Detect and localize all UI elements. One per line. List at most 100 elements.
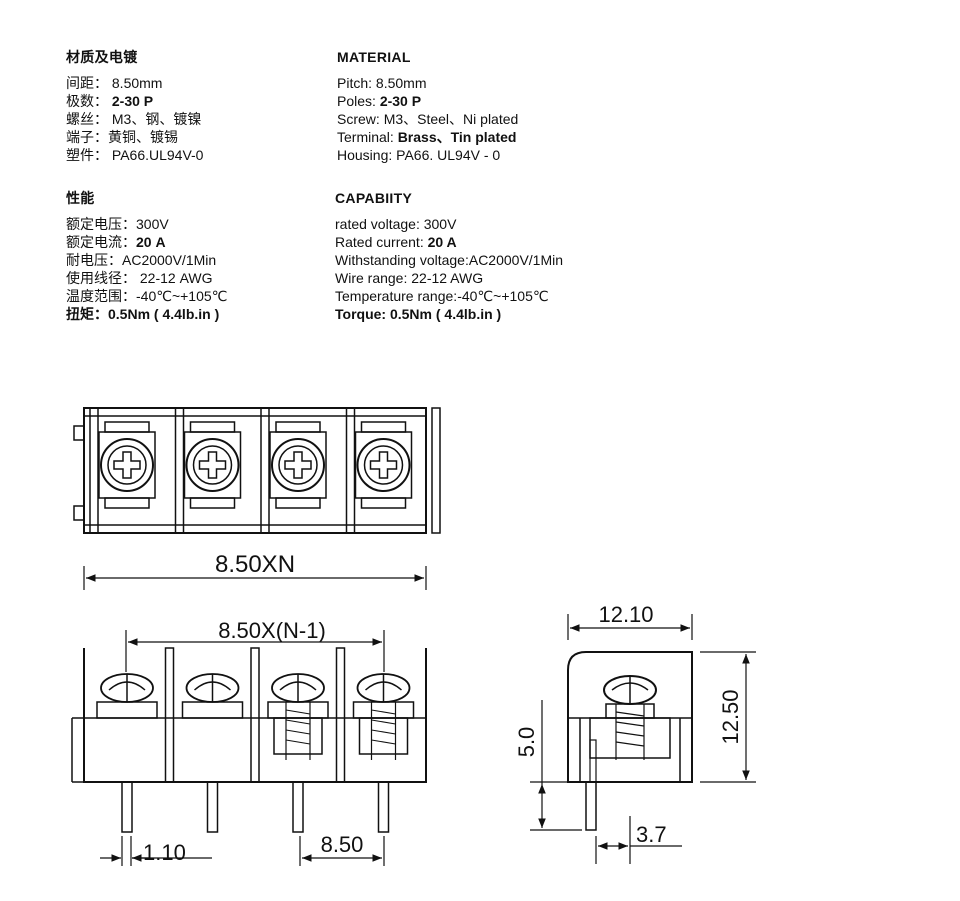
material-en-heading: MATERIAL	[337, 49, 411, 65]
material-cn-heading: 材质及电镀	[66, 49, 138, 65]
spec-row: rated voltage: 300V	[335, 216, 457, 232]
pcb-pin	[377, 781, 390, 833]
screw-head-outer	[356, 438, 411, 492]
screw-thread	[371, 709, 396, 745]
material-en-block: MATERIAL Pitch: 8.50mm Poles: 2-30 P Scr…	[337, 48, 518, 164]
terminal-unit	[354, 421, 413, 509]
spec-row: 耐电压：AC2000V/1Min	[66, 252, 217, 268]
screw-head-inner	[278, 445, 318, 485]
spec-row: Screw: M3、Steel、Ni plated	[337, 111, 519, 127]
wire-clamp	[104, 497, 150, 509]
barrier-wall	[260, 407, 270, 534]
screw-head-outer	[185, 438, 240, 492]
barrier-wall	[335, 647, 346, 783]
spec-row: 使用线径： 22-12 AWG	[66, 270, 213, 286]
terminal-unit	[181, 673, 244, 833]
terminal-unit	[183, 421, 242, 509]
spec-row: Terminal: Brass、Tin plated	[337, 129, 517, 145]
wire-clamp	[360, 497, 407, 509]
barrier-wall	[345, 407, 356, 534]
screw-head-inner	[107, 445, 147, 485]
barrier-wall	[164, 647, 175, 783]
washer	[267, 701, 329, 719]
spec-row: Temperature range:-40℃~+105℃	[335, 288, 549, 304]
spec-row: 塑件： PA66.UL94V-0	[66, 147, 204, 163]
spec-row: Torque: 0.5Nm ( 4.4lb.in )	[335, 306, 502, 322]
dimension-labels: 8.50XN 8.50X(N-1) 1.10 8.50 12.10 12.50 …	[143, 551, 743, 865]
screw-head-inner	[363, 445, 404, 485]
clamp-cage	[273, 717, 323, 755]
capability-cn-block: 性能 额定电压：300V 额定电流：20 A 耐电压：AC2000V/1Min …	[66, 189, 227, 323]
dim-pitch-span: 8.50X(N-1)	[218, 618, 326, 643]
dim-side-height: 12.50	[718, 689, 743, 744]
barrier-wall	[250, 647, 260, 783]
dim-pitch: 8.50	[321, 832, 364, 857]
side-view-body	[567, 651, 693, 783]
dim-overall-width: 8.50XN	[215, 551, 295, 578]
screw-thread	[285, 709, 311, 745]
dim-pin-height: 5.0	[514, 727, 539, 758]
screw-head-outer	[100, 438, 154, 492]
phillips-slot-icon	[113, 451, 141, 479]
side-pin	[585, 781, 597, 831]
screw-well	[269, 431, 327, 499]
wire-clamp	[189, 421, 236, 433]
top-view	[73, 407, 441, 534]
spec-row: Housing: PA66. UL94V - 0	[337, 147, 501, 163]
spec-row: 温度范围：-40℃~+105℃	[66, 288, 228, 304]
spec-row: 扭矩：0.5Nm ( 4.4lb.in )	[66, 306, 220, 322]
screw-head-inner	[192, 445, 233, 485]
wire-clamp	[189, 497, 236, 509]
phillips-slot-icon	[369, 451, 398, 479]
terminal-unit	[267, 673, 329, 833]
spec-row: Wire range: 22-12 AWG	[335, 270, 484, 286]
screw-well	[183, 431, 242, 499]
spec-row: Poles: 2-30 P	[337, 93, 422, 109]
dim-pin-width: 1.10	[143, 840, 186, 865]
top-units	[98, 421, 413, 509]
terminal-unit	[352, 673, 415, 833]
wire-clamp	[275, 497, 321, 509]
material-cn-block: 材质及电镀 间距： 8.50mm 极数： 2-30 P 螺丝： M3、钢、镀镍 …	[66, 48, 203, 164]
spec-row: 额定电流：20 A	[66, 234, 166, 250]
pcb-pin	[292, 781, 304, 833]
top-view-body	[83, 407, 427, 534]
washer	[96, 701, 158, 719]
terminal-unit	[98, 421, 156, 509]
barrier-wall	[174, 407, 185, 534]
barrier-wall	[89, 407, 99, 534]
terminal-unit	[96, 673, 158, 833]
capability-en-heading: CAPABIITY	[335, 190, 413, 206]
spec-row: 螺丝： M3、钢、镀镍	[66, 111, 202, 127]
spec-row: Pitch: 8.50mm	[337, 75, 427, 91]
barrier-wall	[431, 407, 441, 534]
terminal-unit	[269, 421, 327, 509]
side-view	[567, 651, 693, 831]
wire-clamp	[104, 421, 150, 433]
clamp-cage	[358, 717, 409, 755]
spec-row: Withstanding voltage:AC2000V/1Min	[335, 252, 564, 268]
washer	[181, 701, 244, 719]
pcb-pin	[206, 781, 219, 833]
spec-row: 极数： 2-30 P	[66, 93, 154, 109]
screw-well	[98, 431, 156, 499]
capability-cn-heading: 性能	[66, 190, 95, 206]
top-barriers	[89, 407, 441, 534]
phillips-slot-icon	[284, 451, 312, 479]
front-view-body	[83, 648, 427, 783]
spec-row: Rated current: 20 A	[335, 234, 457, 250]
front-view	[71, 647, 427, 833]
wire-clamp	[360, 421, 407, 433]
spec-row: 间距： 8.50mm	[66, 75, 163, 91]
dim-side-width: 12.10	[598, 602, 653, 627]
wire-clamp	[275, 421, 321, 433]
dim-pin-offset: 3.7	[636, 822, 667, 847]
spec-row: 额定电压：300V	[66, 216, 169, 232]
screw-well	[354, 431, 413, 499]
washer	[352, 701, 415, 719]
dimensions	[83, 566, 756, 866]
front-units	[96, 647, 415, 833]
screw-head-outer	[271, 438, 325, 492]
capability-en-block: CAPABIITY rated voltage: 300V Rated curr…	[335, 189, 563, 323]
